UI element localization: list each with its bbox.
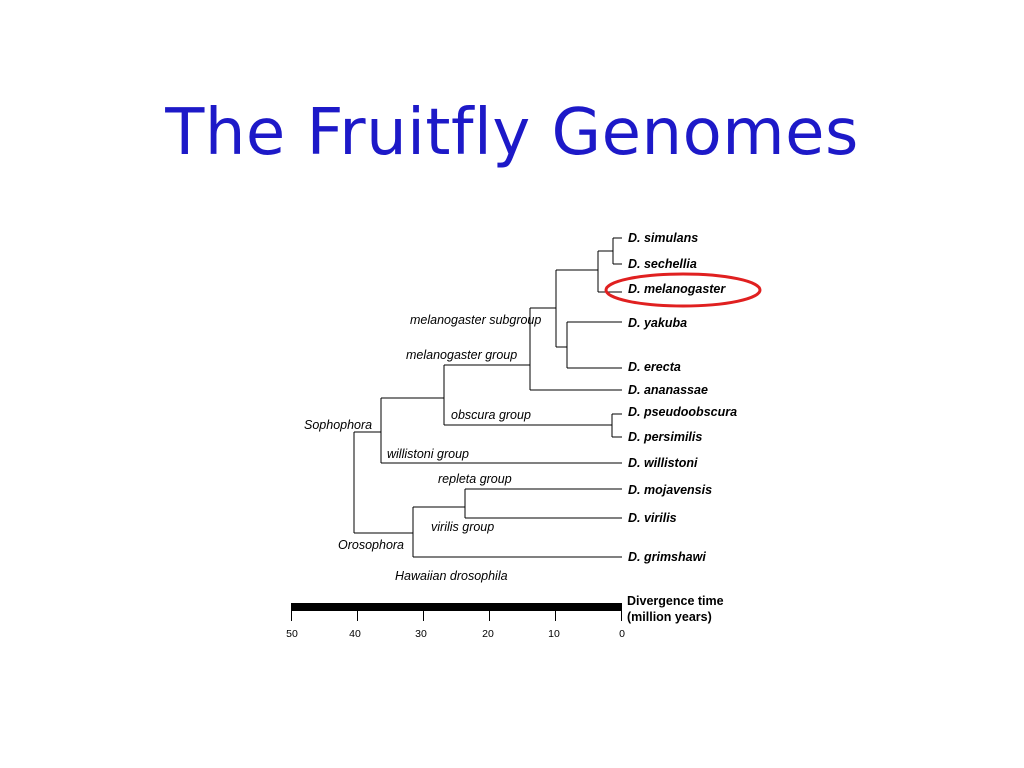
group-label-obscura-group: obscura group	[451, 408, 531, 422]
axis-tick-label-40: 40	[349, 628, 361, 640]
branch-simulans-sechellia	[612, 237, 622, 265]
axis-tick-label-10: 10	[548, 628, 560, 640]
group-labels: melanogaster subgroup melanogaster group…	[304, 313, 541, 583]
group-label-hawaiian-drosophila: Hawaiian drosophila	[395, 569, 508, 583]
axis-tick-label-50: 50	[286, 628, 298, 640]
tree-branches	[353, 237, 622, 558]
branch-obscura-pair	[611, 413, 622, 438]
branch-melanogaster-group	[443, 364, 612, 426]
group-label-melanogaster-subgroup: melanogaster subgroup	[410, 313, 541, 327]
species-label-persimilis: D. persimilis	[628, 430, 702, 444]
branch-melanogaster-clade	[597, 250, 622, 293]
group-label-melanogaster-group: melanogaster group	[406, 348, 517, 362]
species-label-simulans: D. simulans	[628, 231, 698, 245]
axis-title-line1: Divergence time	[627, 594, 724, 608]
branch-yakuba-erecta	[566, 321, 622, 369]
axis-tick-label-20: 20	[482, 628, 494, 640]
species-label-grimshawi: D. grimshawi	[628, 550, 706, 564]
axis-tick-label-0: 0	[619, 628, 625, 640]
branch-root	[353, 431, 413, 534]
group-label-virilis-group: virilis group	[431, 520, 494, 534]
group-label-willistoni-group: willistoni group	[387, 447, 469, 461]
group-label-sophophora: Sophophora	[304, 418, 372, 432]
highlight-ellipse	[604, 272, 762, 308]
branch-repleta-virilis	[464, 488, 622, 519]
species-label-sechellia: D. sechellia	[628, 257, 697, 271]
species-labels: D. simulans D. sechellia D. melanogaster…	[628, 231, 737, 564]
species-label-willistoni: D. willistoni	[628, 456, 698, 470]
group-label-repleta-group: repleta group	[438, 472, 512, 486]
branch-grimshawi	[412, 506, 622, 558]
species-label-yakuba: D. yakuba	[628, 316, 687, 330]
species-label-erecta: D. erecta	[628, 360, 681, 374]
species-label-ananassae: D. ananassae	[628, 383, 708, 397]
species-label-mojavensis: D. mojavensis	[628, 483, 712, 497]
group-label-orosophora: Orosophora	[338, 538, 404, 552]
branch-sophophora	[380, 397, 622, 464]
slide-title: The Fruitfly Genomes	[165, 96, 859, 170]
branch-ananassae	[529, 307, 622, 391]
species-label-melanogaster: D. melanogaster	[628, 282, 726, 296]
species-label-pseudoobscura: D. pseudoobscura	[628, 405, 737, 419]
branch-melanogaster-subgroup	[555, 269, 598, 348]
axis-title-line2: (million years)	[627, 610, 712, 624]
axis-bar	[291, 603, 622, 611]
divergence-axis: 50 40 30 20 10 0 Divergence time (millio…	[286, 594, 723, 640]
axis-tick-label-30: 30	[415, 628, 427, 640]
species-label-virilis: D. virilis	[628, 511, 677, 525]
